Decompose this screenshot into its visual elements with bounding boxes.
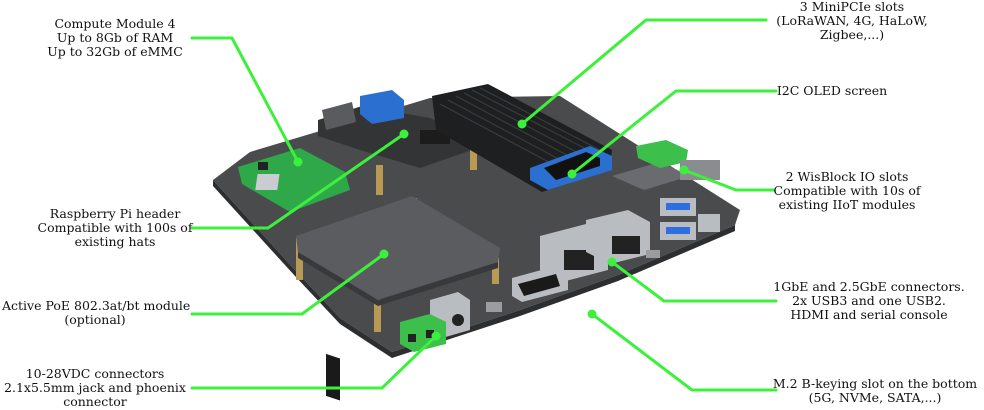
callout-label-dc: 10-28VDC connectors 2.1x5.5mm jack and p… — [2, 367, 188, 409]
hdmi-port-opening — [518, 274, 560, 296]
label-line: 2x USB3 and one USB2. — [792, 293, 946, 308]
label-line: (5G, NVMe, SATA,...) — [808, 390, 942, 405]
callout-label-oled: I2C OLED screen — [772, 84, 892, 98]
label-line: 3 MiniPCIe slots — [799, 0, 905, 14]
serial-console-port — [486, 302, 502, 312]
callout-label-rpi: Raspberry Pi header Compatible with 100s… — [20, 207, 210, 249]
label-line: 10-28VDC connectors — [25, 366, 165, 381]
label-line: (LoRaWAN, 4G, HaLoW, — [776, 13, 928, 28]
label-line: Compatible with 100s of — [37, 220, 193, 235]
standoff — [296, 238, 303, 280]
label-line: Up to 32Gb of eMMC — [47, 44, 183, 59]
standoff — [374, 294, 381, 332]
callout-line-wisblock — [682, 168, 776, 192]
label-line: existing IIoT modules — [778, 197, 916, 212]
dc-jack-opening — [452, 314, 464, 326]
top-module-blue — [360, 90, 404, 124]
callout-dot-eth — [607, 257, 617, 267]
callout-dot-minipcie — [517, 119, 527, 129]
callout-dot-dc — [431, 331, 441, 341]
callout-line-cm4 — [190, 36, 300, 164]
phoenix-screw — [426, 330, 434, 338]
callout-label-poe: Active PoE 802.3at/bt module (optional) — [2, 298, 191, 327]
label-line: HDMI and serial console — [790, 307, 948, 322]
callout-line-rpi — [190, 132, 406, 230]
ethernet-port-2-opening — [612, 236, 640, 254]
label-line: I2C OLED screen — [776, 83, 888, 98]
label-line: connector — [63, 394, 127, 409]
label-line: 1GbE and 2.5GbE connectors. — [773, 279, 965, 294]
callout-line-m2 — [590, 312, 778, 392]
callout-dot-oled — [567, 169, 577, 179]
top-module-grey — [322, 102, 356, 130]
poe-module-edge — [298, 252, 498, 306]
callout-label-wisblock: 2 WisBlock IO slots Compatible with 10s … — [770, 170, 924, 212]
label-line: Zigbee,...) — [819, 27, 885, 42]
label-line: Compatible with 10s of — [773, 183, 921, 198]
callout-dot-wisblock — [679, 165, 689, 175]
callout-line-minipcie — [520, 18, 768, 126]
callout-label-minipcie: 3 MiniPCIe slots (LoRaWAN, 4G, HaLoW, Zi… — [762, 0, 942, 42]
raspberry-pi-header — [326, 353, 340, 401]
phoenix-connector — [400, 314, 446, 352]
label-line: 2.1x5.5mm jack and phoenix — [4, 380, 186, 395]
phoenix-connector-top — [636, 140, 688, 168]
callout-lines — [190, 18, 778, 392]
wisblock-module — [612, 162, 690, 190]
callout-line-eth — [610, 260, 778, 303]
callout-label-eth: 1GbE and 2.5GbE connectors. 2x USB3 and … — [770, 280, 968, 322]
callout-line-dc — [190, 334, 438, 390]
label-line: Active PoE 802.3at/bt module — [2, 298, 191, 313]
callout-dots — [293, 119, 689, 341]
label-line: 2 WisBlock IO slots — [785, 169, 909, 184]
label-line: existing hats — [74, 234, 156, 249]
callout-dot-poe — [379, 249, 389, 259]
label-line: Raspberry Pi header — [49, 206, 181, 221]
usb3-port-inner — [666, 203, 690, 210]
cm4-chip — [255, 174, 280, 190]
usb2-small-port — [646, 250, 660, 258]
label-line: Up to 8Gb of RAM — [56, 30, 174, 45]
oled-screen — [544, 152, 600, 180]
wisblock-terminal — [680, 160, 720, 180]
top-module-board — [318, 106, 472, 168]
phoenix-screw — [408, 334, 416, 342]
callout-label-cm4: Compute Module 4 Up to 8Gb of RAM Up to … — [40, 17, 190, 59]
callout-line-oled — [570, 89, 778, 176]
standoff — [376, 165, 383, 195]
label-line: (optional) — [64, 312, 126, 327]
usb2-port — [698, 214, 720, 232]
callout-dot-rpi — [399, 129, 409, 139]
ethernet-port-1-opening — [564, 250, 594, 270]
callout-dot-cm4 — [293, 157, 303, 167]
poe-module-board — [296, 196, 500, 300]
callout-line-poe — [190, 252, 386, 316]
usb3-port-inner — [666, 227, 690, 234]
callout-dot-m2 — [587, 309, 597, 319]
standoff — [470, 148, 477, 170]
cm4-chip-2 — [258, 162, 268, 170]
standoff — [492, 258, 499, 284]
label-line: Compute Module 4 — [54, 16, 176, 31]
callout-label-m2: M.2 B-keying slot on the bottom (5G, NVM… — [770, 377, 980, 405]
label-line: M.2 B-keying slot on the bottom — [772, 376, 978, 391]
